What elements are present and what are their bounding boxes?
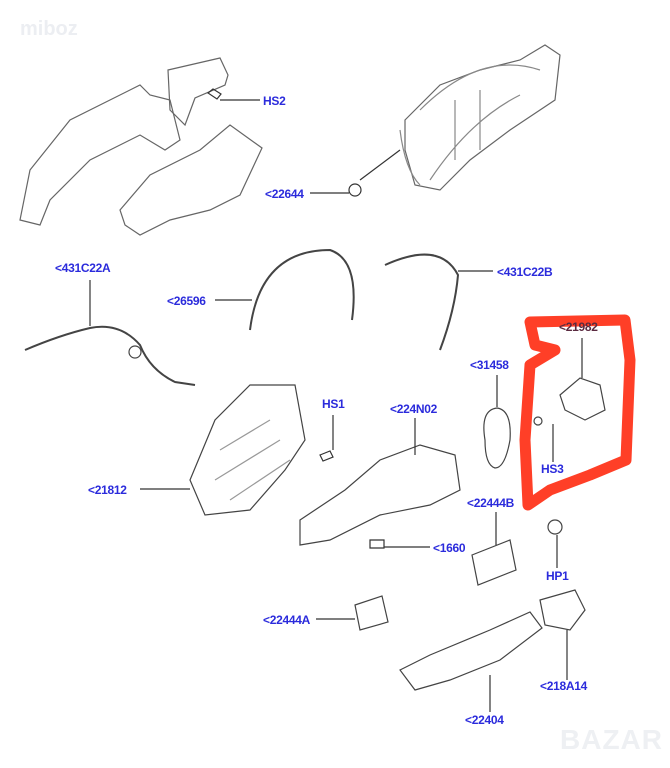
- cable-26596: [249, 248, 355, 331]
- watermark-bazar: BAZAR: [560, 724, 663, 755]
- watermark-miboz: miboz: [20, 18, 78, 40]
- cable-431c22b: [384, 253, 460, 351]
- label-21812[interactable]: <21812: [88, 483, 127, 497]
- label-431c22b[interactable]: <431C22B: [497, 265, 553, 279]
- gasket-outline-large: [19, 84, 181, 226]
- label-21982[interactable]: <21982: [559, 320, 598, 334]
- screw-hs3: [533, 416, 543, 426]
- label-26596[interactable]: <26596: [167, 294, 206, 308]
- label-22444b[interactable]: <22444B: [467, 496, 514, 510]
- label-hs1[interactable]: HS1: [322, 397, 345, 411]
- label-224n02[interactable]: <224N02: [390, 402, 437, 416]
- label-22644[interactable]: <22644: [265, 187, 304, 201]
- cover-31458: [483, 407, 511, 469]
- label-431c22a[interactable]: <431C22A: [55, 261, 111, 275]
- striker-21982: [559, 377, 606, 421]
- cable-431c22a: [24, 325, 196, 386]
- bolt-22644: [348, 183, 362, 197]
- label-hp1[interactable]: HP1: [546, 569, 569, 583]
- plug-hp1: [547, 519, 563, 535]
- label-218a14[interactable]: <218A14: [540, 679, 587, 693]
- handle-cap-218a14: [539, 589, 586, 631]
- latch-assembly-outline: [404, 44, 561, 191]
- gasket-22444a: [354, 595, 389, 631]
- screw-hs2: [206, 88, 222, 100]
- label-22404[interactable]: <22404: [465, 713, 504, 727]
- label-hs3[interactable]: HS3: [541, 462, 564, 476]
- handle-frame-224n02: [299, 444, 461, 546]
- door-lock-21812: [189, 384, 306, 516]
- exterior-handle-22404: [399, 611, 543, 691]
- label-hs2[interactable]: HS2: [263, 94, 286, 108]
- gasket-22444b: [471, 539, 517, 586]
- gasket-outline-cap: [167, 57, 229, 127]
- red-highlight-marker: [519, 314, 636, 511]
- clip-1660: [369, 539, 385, 549]
- label-1660[interactable]: <1660: [433, 541, 466, 555]
- label-22444a[interactable]: <22444A: [263, 613, 310, 627]
- gasket-outline-lower: [119, 124, 263, 236]
- screw-hs1: [319, 450, 334, 462]
- label-31458[interactable]: <31458: [470, 358, 509, 372]
